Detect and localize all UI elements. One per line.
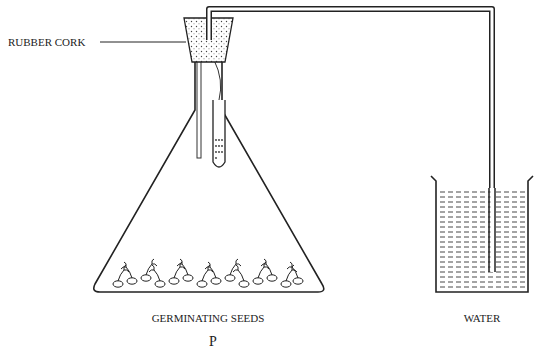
leader-line <box>100 42 186 43</box>
wire <box>214 60 221 100</box>
beaker <box>431 176 533 292</box>
tube-content-dot <box>215 151 217 153</box>
tube-content-dot <box>215 139 217 141</box>
seed <box>183 275 193 281</box>
tube-content-dot <box>215 145 217 147</box>
sprout <box>230 259 241 275</box>
test-tube <box>213 100 225 167</box>
conical-flask <box>94 40 324 292</box>
sprout <box>205 262 216 278</box>
sprout <box>121 262 132 278</box>
seed <box>155 281 165 287</box>
inner-tube <box>197 58 201 158</box>
tube-content-dot <box>221 145 223 147</box>
seed <box>113 281 123 287</box>
seed <box>267 275 277 281</box>
seed <box>197 281 207 287</box>
part-label: GERMINATING SEEDS <box>152 312 265 324</box>
tube-in-water <box>491 188 494 272</box>
seed <box>253 278 263 284</box>
tube-content-dot <box>215 157 217 159</box>
tube-wall <box>488 188 490 272</box>
seed <box>141 275 151 281</box>
sprout <box>149 265 160 281</box>
water <box>437 188 527 291</box>
seed <box>239 281 249 287</box>
germinating-seeds-drawing <box>113 259 303 287</box>
part-label: WATER <box>464 312 501 324</box>
tube-content-dot <box>221 139 223 141</box>
tube-content-dot <box>218 139 220 141</box>
sprout <box>287 262 298 278</box>
sprout <box>146 259 157 275</box>
tube-wall <box>494 188 496 272</box>
seed <box>225 275 235 281</box>
test-tube-contents <box>215 139 223 159</box>
seed <box>293 278 303 284</box>
tube-content-dot <box>218 145 220 147</box>
figure-letter: P <box>209 334 217 349</box>
tube-content-dot <box>221 151 223 153</box>
seed <box>127 278 137 284</box>
sprout <box>261 259 272 275</box>
seed <box>281 281 291 287</box>
seed <box>169 278 179 284</box>
sprout <box>177 259 188 275</box>
part-label: RUBBER CORK <box>8 36 85 48</box>
tube-content-dot <box>218 151 220 153</box>
sprout <box>233 265 244 281</box>
seed <box>211 278 221 284</box>
